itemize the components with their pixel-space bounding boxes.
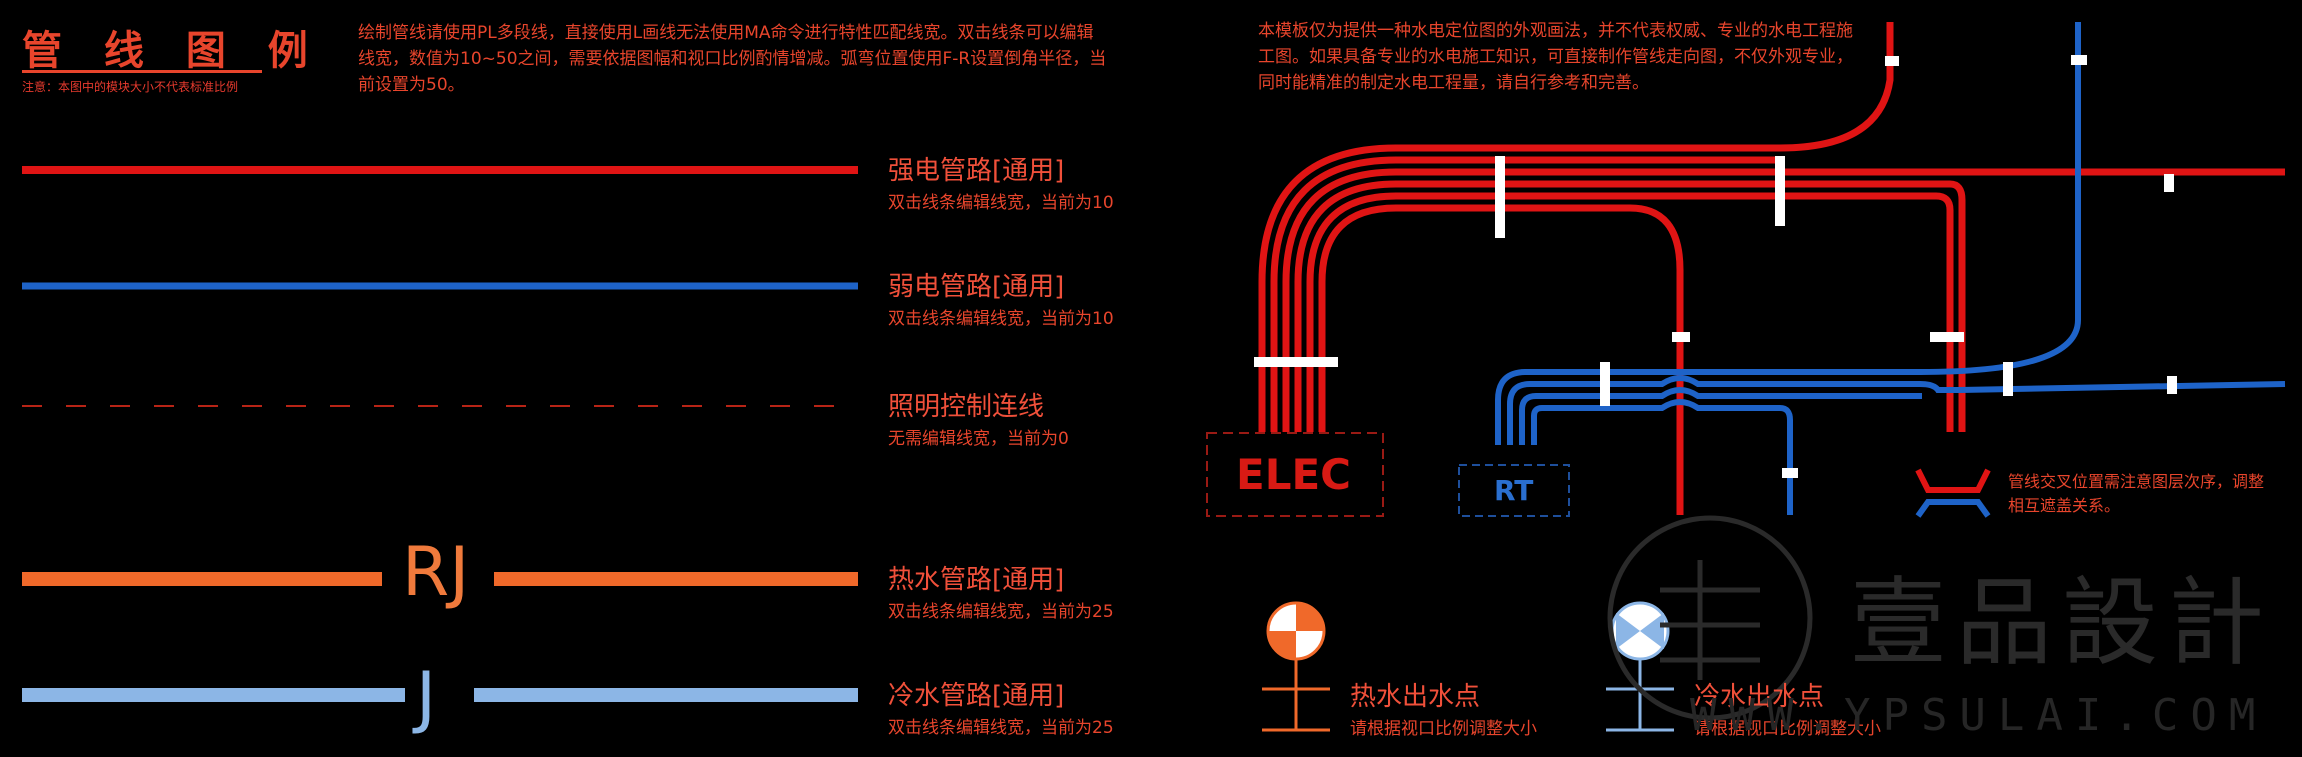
cold-pipe-mark: J: [416, 658, 437, 737]
legend-strong-title: 强电管路[通用]: [888, 156, 1065, 186]
cold-water-outlet-icon: [1606, 601, 1674, 732]
watermark-url: WWW.YPSULAI.COM: [1690, 690, 2268, 741]
scale-note: 注意：本图中的模块大小不代表标准比例: [22, 80, 239, 94]
hot-outlet-sub: 请根据视口比例调整大小: [1350, 719, 1537, 739]
cold-outlet-sub: 请根据视口比例调整大小: [1694, 719, 1881, 739]
legend-hot-title: 热水管路[通用]: [888, 565, 1065, 595]
weak-bundle-markers: [1600, 55, 2177, 478]
strong-bundle-markers: [1254, 56, 2174, 367]
page-title: 管 线 图 例: [22, 28, 322, 74]
rt-box-label: RT: [1494, 474, 1534, 507]
hot-water-outlet-icon: [1262, 601, 1330, 732]
legend-weak-sub: 双击线条编辑线宽，当前为10: [888, 309, 1114, 329]
watermark-text: 壹品設計: [1850, 567, 2274, 679]
legend-cold-sub: 双击线条编辑线宽，当前为25: [888, 718, 1114, 738]
elec-box: [1206, 432, 1384, 517]
hot-outlet-title: 热水出水点: [1350, 682, 1481, 712]
template-disclaimer: 本模板仅为提供一种水电定位图的外观画法，并不代表权威、专业的水电工程施工图。如果…: [1258, 21, 1853, 93]
strong-current-bundle: [1258, 22, 2285, 515]
title-underline: [22, 70, 262, 73]
drawing-instructions: 绘制管线请使用PL多段线，直接使用L画线无法使用MA命令进行特性匹配线宽。双击线…: [358, 23, 1107, 95]
cold-outlet-title: 冷水出水点: [1694, 682, 1825, 712]
rt-box: [1458, 464, 1570, 517]
hot-pipe-mark: RJ: [402, 533, 470, 612]
legend-strong-sub: 双击线条编辑线宽，当前为10: [888, 193, 1114, 213]
crossing-note: 管线交叉位置需注意图层次序，调整相互遮盖关系。: [2008, 472, 2265, 515]
legend-hot-sub: 双击线条编辑线宽，当前为25: [888, 602, 1114, 622]
legend-weak-title: 弱电管路[通用]: [888, 272, 1065, 302]
crossing-symbol-red: [1915, 468, 1991, 493]
legend-lighting-title: 照明控制连线: [888, 392, 1045, 422]
legend-cold-title: 冷水管路[通用]: [888, 681, 1065, 711]
watermark-logo-icon: [1607, 515, 1813, 721]
weak-current-bundle: [1495, 22, 2286, 515]
elec-box-label: ELEC: [1236, 450, 1351, 499]
crossing-symbol-blue: [1915, 499, 1991, 518]
legend-lighting-sub: 无需编辑线宽，当前为0: [888, 429, 1069, 449]
